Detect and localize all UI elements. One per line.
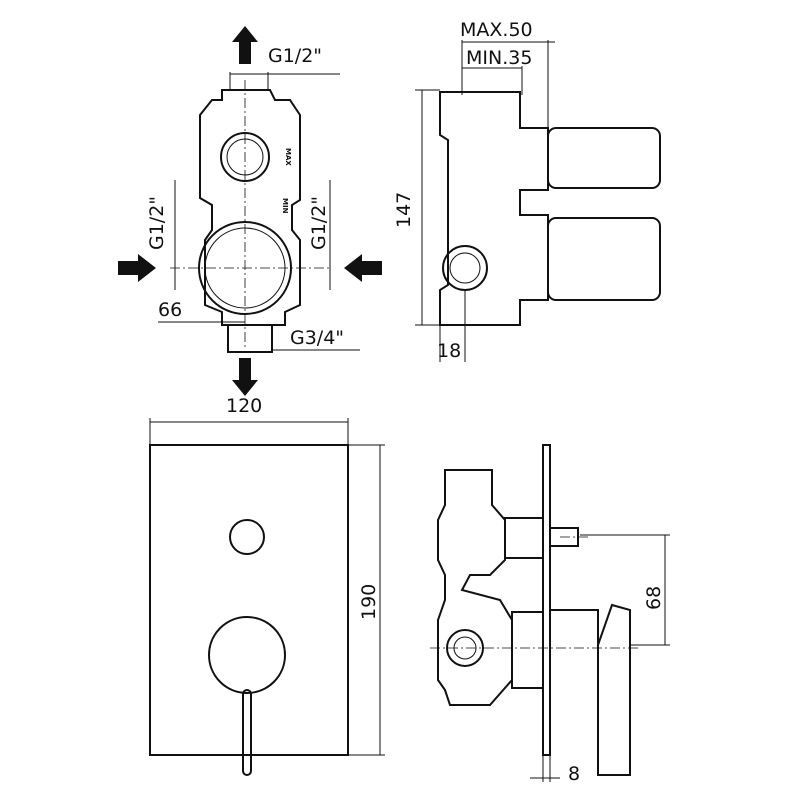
diverter-button [229, 519, 265, 555]
min-mark: MIN [281, 198, 289, 214]
handle-spacing-label: 68 [643, 586, 665, 610]
plate-width-label: 120 [226, 395, 262, 417]
valve-front-view: G1/2" MAX MIN G1/2" G1/2" 66 G3/4" [118, 26, 382, 396]
plate-front-view: 120 190 [149, 395, 385, 776]
arrow-right-icon [118, 254, 156, 282]
valve-body-outline [199, 89, 301, 326]
left-inlet-label: G1/2" [146, 196, 168, 250]
handle-rosette [208, 616, 286, 694]
arrow-up-icon [232, 26, 258, 64]
max-mark: MAX [284, 148, 292, 166]
offset-66-label: 66 [158, 299, 182, 321]
valve-side-view: MAX.50 MIN.35 147 18 [393, 19, 661, 362]
assembly-side-view: 68 8 [430, 444, 670, 785]
lever-handle [242, 689, 252, 776]
plate-thickness-label: 8 [568, 763, 580, 785]
arrow-down-icon [232, 358, 258, 396]
min-depth-label: MIN.35 [466, 47, 532, 69]
height-147-label: 147 [393, 192, 415, 228]
top-inlet-label: G1/2" [268, 45, 322, 67]
bottom-outlet-label: G3/4" [290, 327, 344, 349]
max-depth-label: MAX.50 [460, 19, 533, 41]
right-inlet-label: G1/2" [308, 196, 330, 250]
plate-height-label: 190 [358, 584, 380, 620]
arrow-left-icon [344, 254, 382, 282]
depth-18-label: 18 [437, 340, 461, 362]
